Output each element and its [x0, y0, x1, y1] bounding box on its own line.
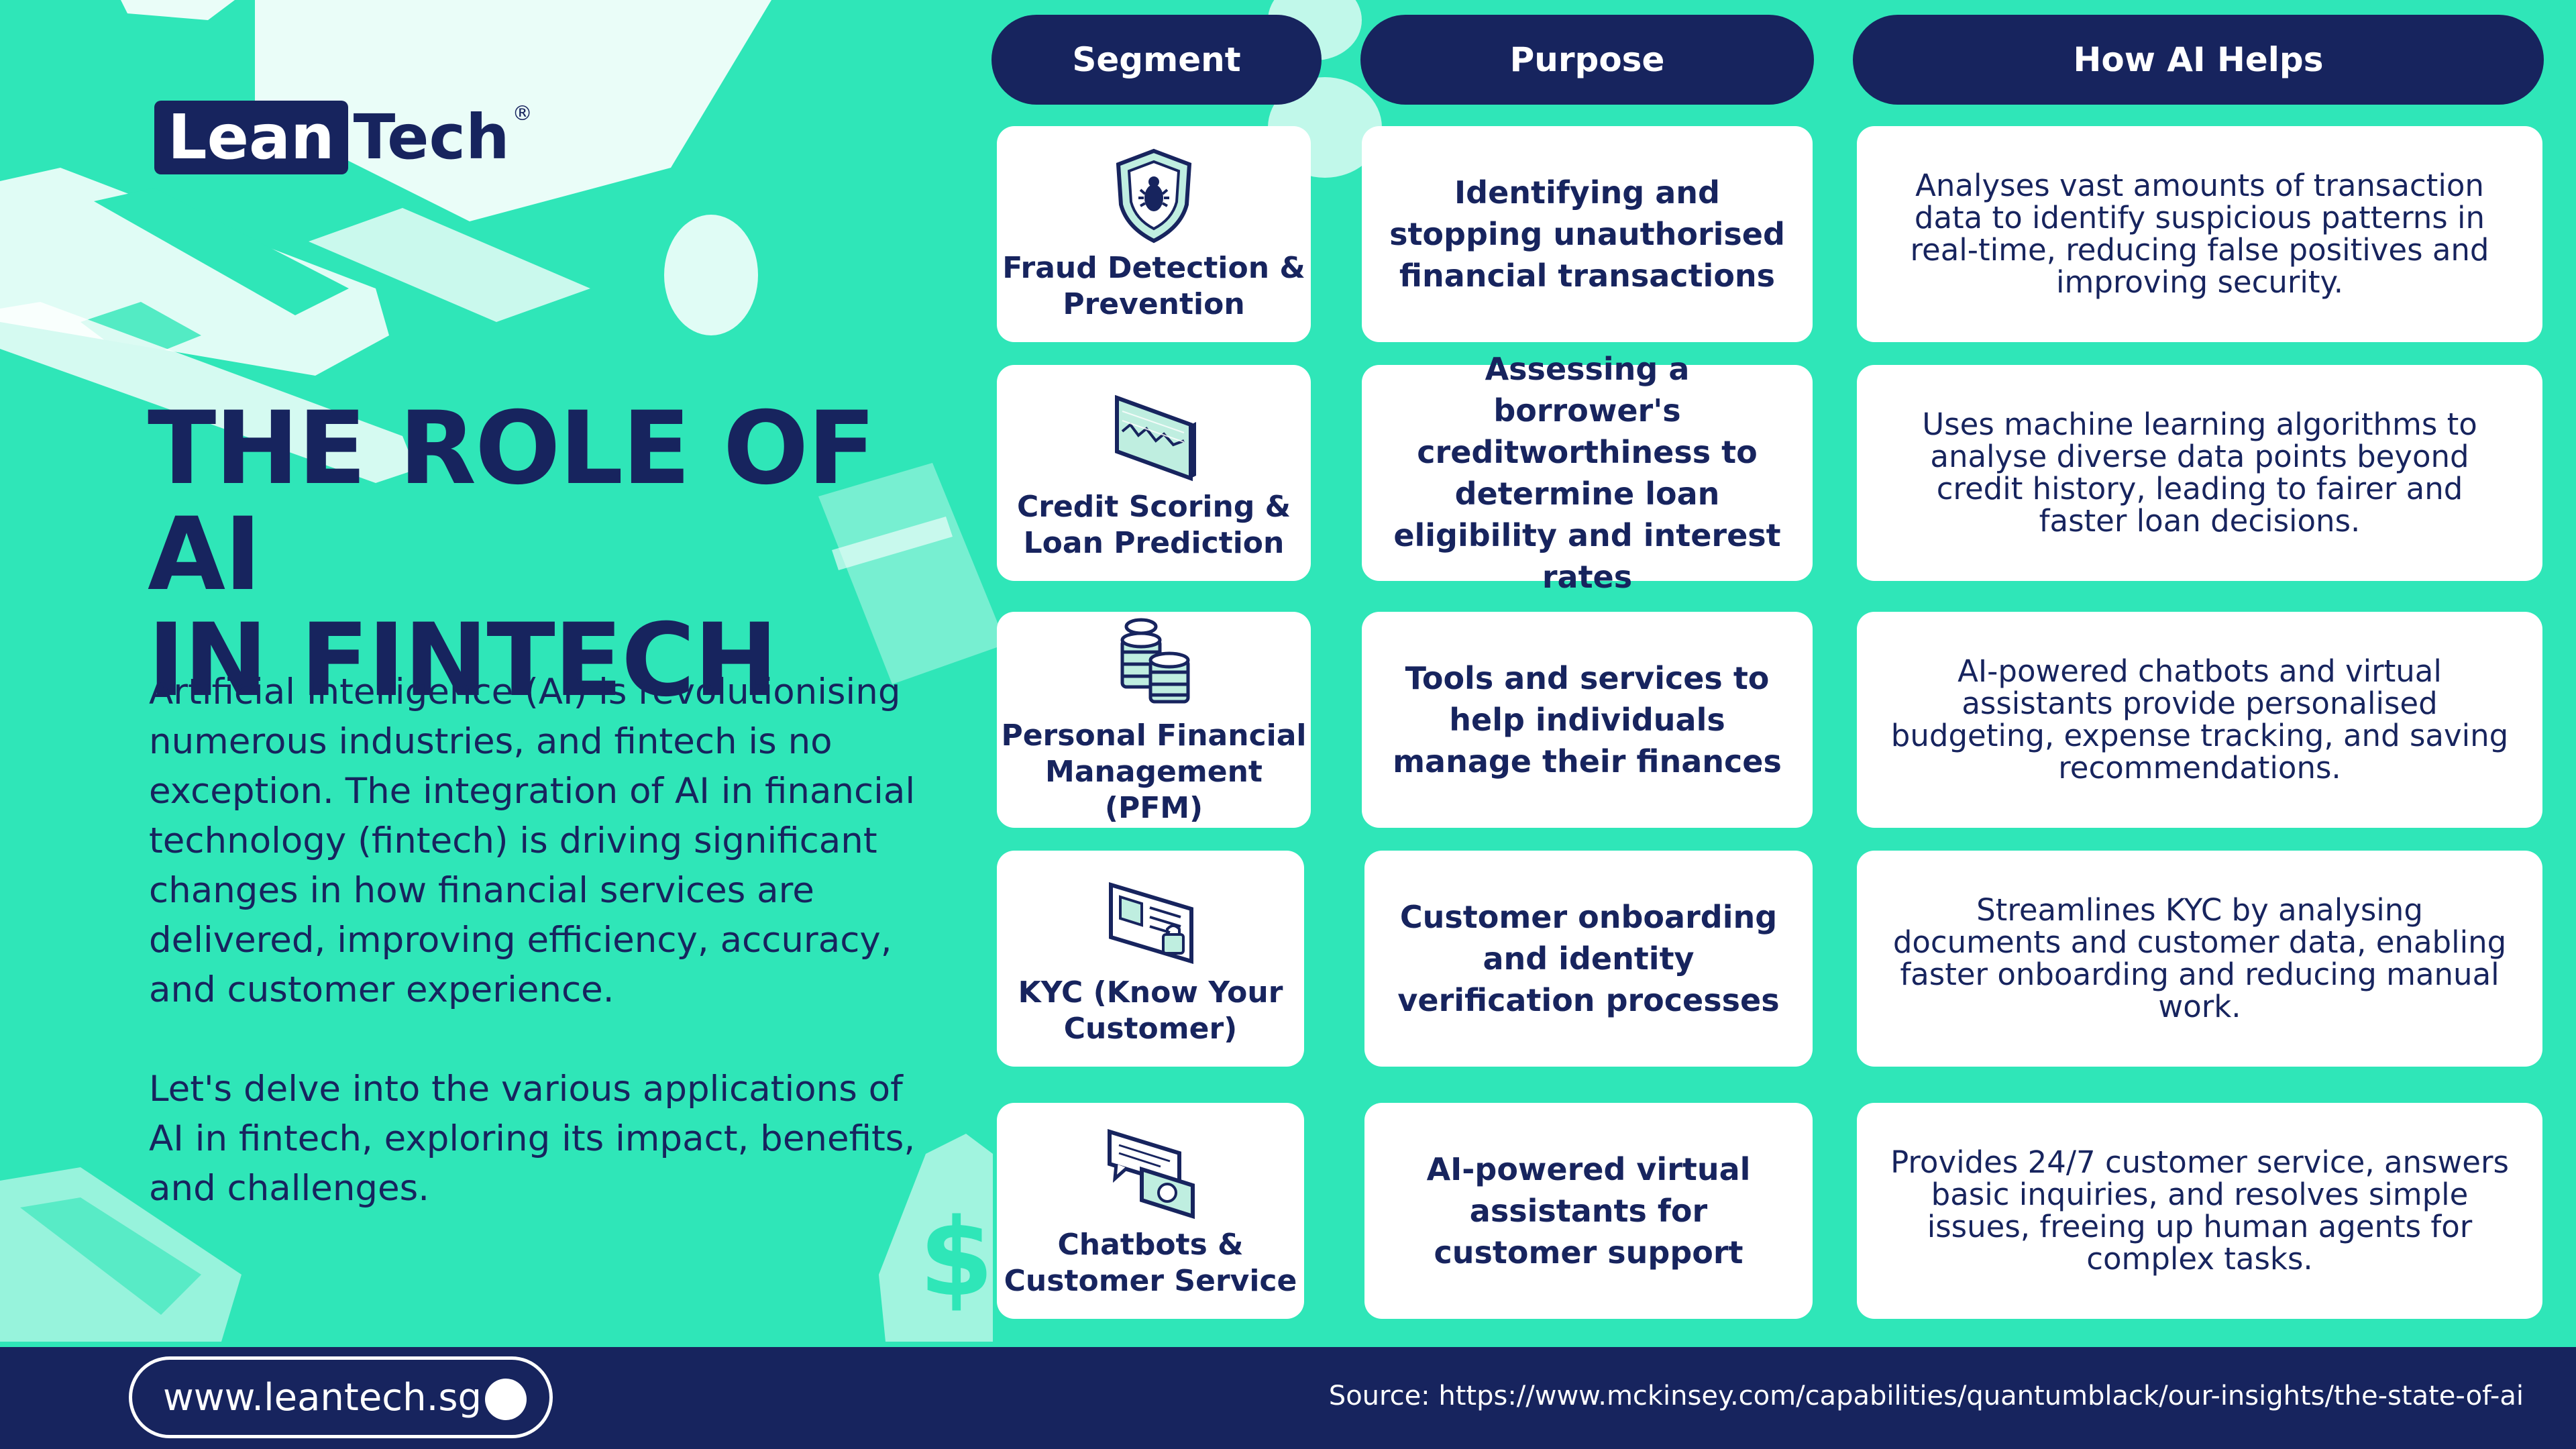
shield-bug-icon: [1116, 148, 1192, 244]
help-card-credit: Uses machine learning algorithms to anal…: [1857, 365, 2542, 581]
chat-bubbles-icon: [1108, 1128, 1195, 1220]
money-bag-illustration: $: [879, 1134, 994, 1342]
website-url: www.leantech.sg: [163, 1375, 482, 1419]
title-line-1: THE ROLE OF AI: [148, 390, 876, 613]
help-text-credit: Uses machine learning algorithms to anal…: [1922, 407, 2477, 539]
header-purpose: Purpose: [1360, 15, 1814, 105]
help-text-kyc: Streamlines KYC by analysing documents a…: [1892, 892, 2507, 1024]
purpose-card-pfm: Tools and services to help individuals m…: [1362, 612, 1813, 828]
circle-icon: [485, 1379, 527, 1420]
purpose-text-kyc: Customer onboarding and identity verific…: [1397, 899, 1780, 1018]
svg-text:$: $: [919, 1195, 994, 1320]
chip-illustration: [0, 1167, 241, 1342]
source-citation: Source: https://www.mckinsey.com/capabil…: [1328, 1381, 2524, 1411]
help-text-pfm: AI-powered chatbots and virtual assistan…: [1890, 653, 2509, 786]
purpose-card-credit: Assessing a borrower's creditworthiness …: [1362, 351, 1813, 595]
purpose-text-chatbots: AI-powered virtual assistants for custom…: [1426, 1151, 1751, 1271]
help-card-kyc: Streamlines KYC by analysing documents a…: [1857, 851, 2542, 1067]
footer-bar: [0, 1347, 2576, 1449]
help-text-chatbots: Provides 24/7 customer service, answers …: [1890, 1144, 2509, 1277]
credit-card-illustration: [818, 463, 1006, 684]
help-card-fraud: Analyses vast amounts of transaction dat…: [1857, 126, 2542, 342]
segment-card-fraud: Fraud Detection & Prevention: [997, 126, 1311, 342]
intro-paragraph-1: Artificial Intelligence (AI) is revoluti…: [149, 672, 916, 1010]
id-card-lock-icon: [1109, 881, 1193, 965]
segment-card-pfm: Personal Financial Management (PFM): [997, 612, 1311, 828]
chart-screen-icon: [1115, 394, 1196, 482]
segment-label-chatbots: Chatbots & Customer Service: [1004, 1228, 1297, 1298]
segment-label-fraud: Fraud Detection & Prevention: [1002, 251, 1305, 321]
logo-lean: Lean: [154, 101, 348, 174]
page-title: THE ROLE OF AI IN FINTECH: [148, 396, 953, 714]
help-card-chatbots: Provides 24/7 customer service, answers …: [1857, 1103, 2542, 1319]
segment-label-credit: Credit Scoring & Loan Prediction: [1016, 490, 1291, 560]
help-text-fraud: Analyses vast amounts of transaction dat…: [1910, 168, 2489, 300]
header-how-ai-helps: How AI Helps: [1853, 15, 2544, 105]
header-segment: Segment: [991, 15, 1322, 105]
laptop-illustration: [0, 0, 771, 483]
purpose-text-pfm: Tools and services to help individuals m…: [1393, 660, 1782, 780]
purpose-text-fraud: Identifying and stopping unauthorised fi…: [1389, 174, 1785, 294]
purpose-text-credit: Assessing a borrower's creditworthiness …: [1393, 351, 1781, 595]
purpose-card-fraud: Identifying and stopping unauthorised fi…: [1362, 126, 1813, 342]
segment-label-pfm: Personal Financial Management (PFM): [1001, 718, 1307, 825]
website-link[interactable]: www.leantech.sg: [129, 1356, 553, 1438]
purpose-card-chatbots: AI-powered virtual assistants for custom…: [1364, 1103, 1813, 1319]
segment-label-kyc: KYC (Know Your Customer): [1018, 975, 1283, 1046]
logo-registered-mark: ®: [512, 102, 533, 125]
title-line-2: IN FINTECH: [148, 602, 778, 719]
segment-card-kyc: KYC (Know Your Customer): [997, 851, 1304, 1067]
segment-card-credit: Credit Scoring & Loan Prediction: [997, 365, 1311, 581]
leantech-logo: Lean Tech ®: [154, 101, 533, 174]
coin-stacks-icon: [1120, 618, 1190, 704]
purpose-card-kyc: Customer onboarding and identity verific…: [1364, 851, 1813, 1067]
intro-text: Artificial Intelligence (AI) is revoluti…: [149, 667, 934, 1263]
segment-card-chatbots: Chatbots & Customer Service: [997, 1103, 1304, 1319]
intro-paragraph-2: Let's delve into the various application…: [149, 1069, 916, 1209]
logo-tech: Tech: [353, 101, 510, 173]
help-card-pfm: AI-powered chatbots and virtual assistan…: [1857, 612, 2542, 828]
